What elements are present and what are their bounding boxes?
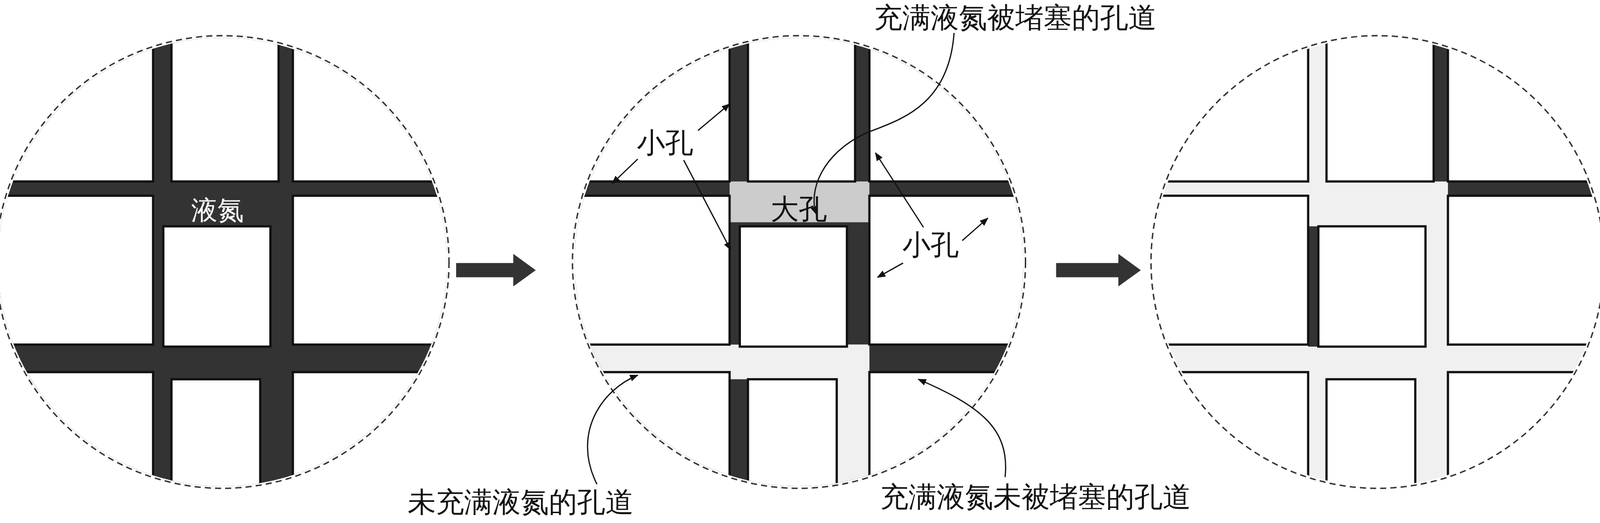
callout-label: 小孔	[900, 229, 961, 261]
solid-block	[1326, 379, 1416, 502]
solid-block	[869, 22, 1034, 182]
solid-block	[0, 22, 153, 182]
solid-block	[171, 22, 279, 182]
solid-block	[0, 195, 153, 345]
solid-block	[564, 372, 730, 502]
solid-block	[564, 195, 730, 345]
solid-block	[1447, 22, 1600, 182]
solid-block	[171, 379, 261, 502]
process-arrow	[1056, 254, 1142, 287]
solid-block	[1142, 195, 1309, 345]
leader-line	[962, 218, 988, 242]
solid-block	[1318, 226, 1426, 347]
leader-curve	[587, 375, 638, 485]
magnifier-circle	[572, 35, 1026, 489]
solid-block	[163, 226, 271, 347]
leader-line	[877, 263, 903, 278]
magnifier-circle	[1150, 35, 1600, 489]
leader-curve	[918, 379, 1006, 478]
solid-block	[739, 226, 848, 347]
channel-fill	[1308, 226, 1319, 347]
solid-block	[747, 22, 856, 182]
solid-block	[1447, 195, 1600, 345]
magnifier-circle	[0, 35, 450, 489]
solid-block	[747, 379, 837, 502]
solid-block	[292, 195, 458, 345]
channel-fill	[1447, 181, 1600, 196]
callout-label: 充满液氮未被堵塞的孔道	[878, 481, 1193, 513]
solid-block	[292, 22, 458, 182]
callout-label: 液氮	[189, 195, 246, 226]
leader-line	[875, 152, 924, 228]
pore-panel	[0, 22, 458, 503]
process-arrow	[456, 254, 536, 287]
solid-block	[292, 372, 458, 502]
callout-label: 未充满液氮的孔道	[405, 486, 636, 518]
pore-panel	[564, 22, 1034, 503]
callout-label: 充满液氮被堵塞的孔道	[872, 1, 1159, 33]
callout-label: 大孔	[768, 193, 829, 225]
callout-label: 小孔	[635, 127, 696, 159]
solid-block	[564, 22, 730, 182]
solid-block	[1142, 22, 1309, 182]
leader-curve	[813, 32, 954, 215]
solid-block	[0, 372, 153, 502]
pore-panel	[1142, 22, 1600, 503]
leader-line	[698, 104, 730, 131]
leader-line	[683, 160, 731, 250]
leader-line	[612, 159, 638, 184]
solid-block	[1447, 372, 1600, 502]
solid-block	[1326, 22, 1434, 182]
solid-block	[869, 195, 1034, 345]
